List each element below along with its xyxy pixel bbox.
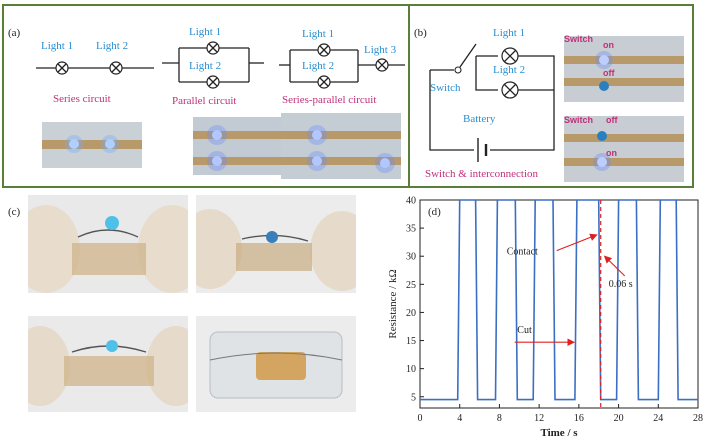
contact-arrow — [556, 233, 598, 252]
b-light2-label: Light 2 — [493, 64, 526, 76]
photo-bottom-off-label: off — [606, 115, 618, 125]
x-tick-label: 4 — [457, 413, 462, 424]
sp-light1-label: Light 1 — [302, 28, 335, 40]
photo-top-off-label: off — [603, 68, 615, 78]
x-tick-label: 28 — [693, 413, 703, 424]
photo-twist — [196, 195, 356, 293]
photo-series-circuit — [42, 122, 142, 168]
photo-stretch-2 — [28, 316, 188, 412]
photo-stretch-1 — [28, 195, 188, 293]
switch-pivot-icon — [454, 66, 462, 74]
b-battery-label: Battery — [463, 113, 496, 125]
photo-top-on-label: on — [603, 40, 614, 50]
resistance-chart: 0 4 8 12 16 20 24 28 5 10 15 20 25 30 35 40 Contact Cut… — [387, 196, 703, 439]
parallel-caption: Parallel circuit — [172, 95, 237, 107]
photo-series-parallel-circuit — [281, 113, 401, 179]
y-axis-label: Resistance / kΩ — [387, 269, 399, 338]
parallel-light2-label: Light 2 — [189, 60, 222, 72]
photo-bottom-switch-label: Switch — [564, 115, 594, 125]
series-caption: Series circuit — [53, 93, 111, 105]
parallel-circuit-diagram — [162, 41, 264, 89]
b-caption: Switch & interconnection — [425, 168, 539, 180]
photo-encapsulated — [196, 316, 356, 412]
x-tick-label: 20 — [614, 413, 624, 424]
sp-light2-label: Light 2 — [302, 60, 335, 72]
x-tick-label: 24 — [653, 413, 663, 424]
interval-annotation: 0.06 s — [609, 279, 633, 290]
photo-switch-bottom — [564, 116, 684, 182]
y-tick-label: 20 — [406, 308, 416, 319]
series-light2-label: Light 2 — [96, 40, 129, 52]
parallel-light1-label: Light 1 — [189, 26, 222, 38]
y-tick-label: 10 — [406, 364, 416, 375]
sp-light3-label: Light 3 — [364, 44, 397, 56]
panel-d-label: (d) — [428, 206, 441, 218]
photo-top-switch-label: Switch — [564, 34, 594, 44]
contact-annotation: Contact — [507, 247, 538, 258]
panel-b-circuit — [429, 43, 555, 162]
x-tick-label: 12 — [534, 413, 544, 424]
led-bulb-icon — [105, 216, 119, 230]
x-axis-label: Time / s — [540, 427, 578, 438]
sp-caption: Series-parallel circuit — [282, 94, 377, 106]
photo-bottom-on-label: on — [606, 148, 617, 158]
panel-a-label: (a) — [8, 27, 21, 39]
interval-arrow — [603, 255, 626, 277]
y-tick-label: 15 — [406, 336, 416, 347]
y-tick-label: 5 — [411, 392, 416, 403]
series-parallel-circuit-diagram — [279, 43, 405, 89]
y-tick-label: 25 — [406, 280, 416, 291]
x-tick-label: 8 — [497, 413, 502, 424]
series-circuit-diagram — [36, 61, 154, 75]
b-light1-label: Light 1 — [493, 27, 526, 39]
led-bulb-icon — [266, 231, 278, 243]
photo-parallel-circuit — [193, 117, 287, 175]
y-tick-label: 30 — [406, 252, 416, 263]
x-tick-label: 0 — [418, 413, 423, 424]
panel-a-circuits — [36, 41, 405, 89]
led-bulb-icon — [106, 340, 118, 352]
cut-annotation: Cut — [517, 325, 532, 336]
y-tick-label: 35 — [406, 224, 416, 235]
resistance-series-line — [420, 199, 698, 401]
panel-b-label: (b) — [414, 27, 427, 39]
y-tick-label: 40 — [406, 196, 416, 207]
switch-lever — [459, 43, 477, 68]
b-switch-label: Switch — [430, 82, 461, 94]
photo-switch-top — [564, 36, 684, 102]
x-tick-label: 16 — [574, 413, 584, 424]
series-light1-label: Light 1 — [41, 40, 74, 52]
plot-area-frame — [419, 199, 699, 409]
panel-c-label: (c) — [8, 206, 21, 218]
